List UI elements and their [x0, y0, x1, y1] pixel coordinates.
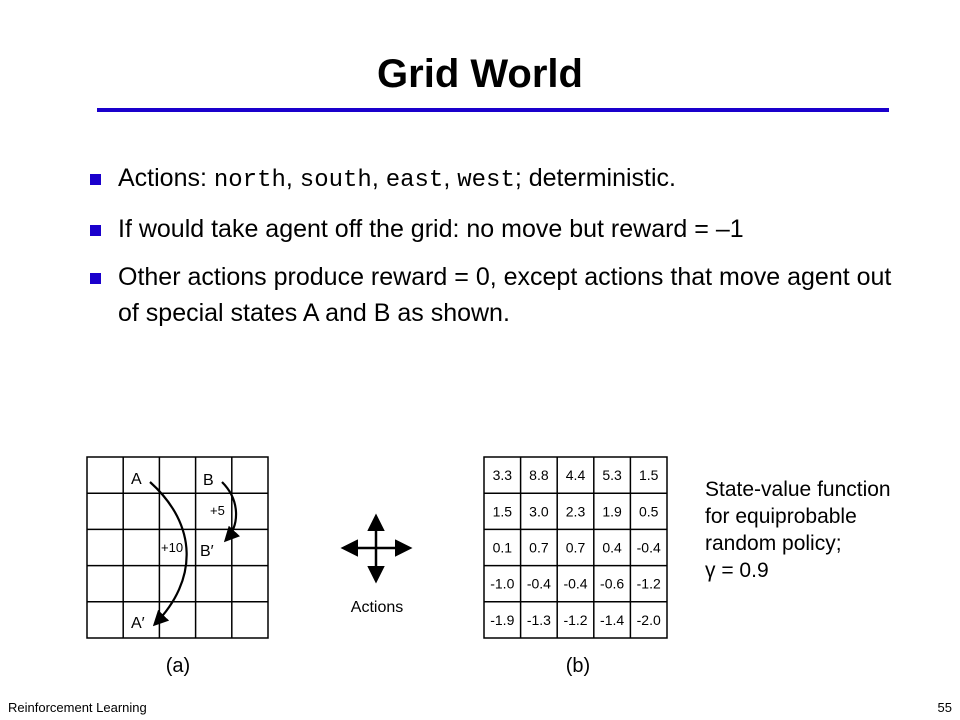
caption-line-4: γ = 0.9	[705, 559, 769, 582]
action-east: east	[385, 167, 444, 194]
value-cell: 3.3	[493, 467, 513, 483]
actions-label: Actions	[351, 599, 403, 616]
title-underline	[97, 108, 889, 112]
value-cell: 1.9	[602, 503, 622, 519]
value-cell: -0.4	[527, 576, 551, 592]
caption-line-1: State-value function	[705, 478, 891, 501]
caption-a: (a)	[166, 655, 190, 677]
value-cell: -1.4	[600, 612, 624, 628]
caption-line-3: random policy;	[705, 532, 842, 555]
state-value-caption: State-value function for equiprobable ra…	[705, 476, 945, 584]
caption-line-2: for equiprobable	[705, 505, 857, 528]
bullet-marker	[90, 225, 101, 236]
bullet-marker	[90, 273, 101, 284]
value-cell: 8.8	[529, 467, 549, 483]
label-plus10: +10	[161, 540, 183, 555]
actions-cross-icon	[340, 513, 413, 584]
value-cell: -1.2	[637, 576, 661, 592]
action-west: west	[457, 167, 515, 194]
bullet-actions: Actions: north, south, east, west; deter…	[90, 160, 910, 199]
action-south: south	[299, 167, 372, 194]
grid-b-values: 3.3 8.8 4.4 5.3 1.5 1.5 3.0 2.3 1.9 0.5 0.1 0.7 0.7 0…	[490, 467, 661, 628]
bullet-offgrid-text: If would take agent off the grid: no mov…	[118, 215, 744, 243]
value-cell: 0.4	[602, 540, 622, 556]
value-cell: -1.3	[527, 612, 551, 628]
footer-course-name: Reinforcement Learning	[8, 700, 147, 715]
label-a-prime: A′	[131, 615, 145, 632]
value-cell: 0.7	[566, 540, 586, 556]
bullet-actions-suffix: ; deterministic.	[514, 164, 677, 192]
value-cell: 0.5	[639, 503, 659, 519]
label-a: A	[131, 471, 142, 488]
grid-a	[86, 456, 269, 639]
value-cell: -0.4	[637, 540, 661, 556]
value-cell: 4.4	[566, 467, 586, 483]
page-number: 55	[937, 700, 952, 715]
value-cell: -1.0	[490, 576, 514, 592]
value-cell: -2.0	[637, 612, 661, 628]
value-cell: 5.3	[602, 467, 622, 483]
caption-b: (b)	[566, 655, 590, 677]
value-cell: 1.5	[639, 467, 659, 483]
bullet-actions-prefix: Actions:	[118, 164, 214, 192]
value-cell: 2.3	[566, 503, 586, 519]
value-cell: -1.9	[490, 612, 514, 628]
value-cell: 3.0	[529, 503, 549, 519]
value-cell: 0.7	[529, 540, 549, 556]
bullet-offgrid: If would take agent off the grid: no mov…	[90, 211, 758, 247]
value-cell: 0.1	[493, 540, 513, 556]
slide-title: Grid World	[377, 52, 583, 96]
value-cell: -0.4	[563, 576, 587, 592]
label-b: B	[203, 472, 214, 489]
value-cell: 1.5	[493, 503, 513, 519]
action-north: north	[213, 167, 286, 194]
bullet-other-actions-text: Other actions produce reward = 0, except…	[118, 263, 892, 327]
value-cell: -0.6	[600, 576, 624, 592]
value-cell: -1.2	[563, 612, 587, 628]
label-plus5: +5	[210, 503, 225, 518]
grid-b	[483, 456, 668, 639]
arrow-a-to-a-prime	[149, 481, 188, 627]
bullet-marker	[90, 174, 101, 185]
arrow-b-to-b-prime	[221, 481, 241, 543]
bullet-list: Actions: north, south, east, west; deter…	[90, 160, 910, 343]
label-b-prime: B′	[200, 543, 214, 560]
bullet-other-actions: Other actions produce reward = 0, except…	[90, 259, 898, 331]
